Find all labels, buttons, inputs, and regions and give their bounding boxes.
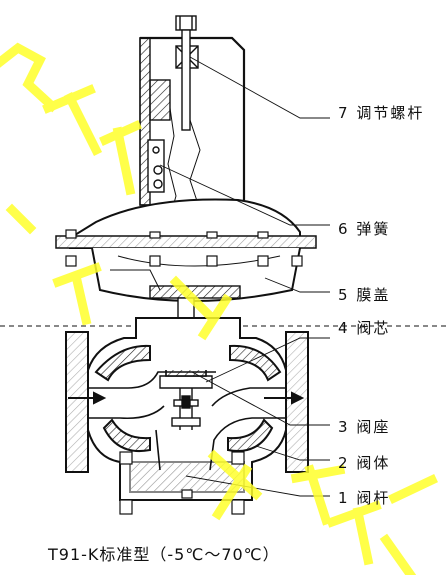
label-2: 2 阀体 — [338, 452, 390, 473]
label-3-text: 阀座 — [356, 418, 391, 436]
label-4-number: 4 — [338, 319, 350, 337]
label-2-text: 阀体 — [356, 454, 391, 472]
label-6-number: 6 — [338, 220, 350, 238]
label-5-number: 5 — [338, 286, 350, 304]
label-4-text: 阀芯 — [356, 319, 391, 337]
label-7: 7 调节螺杆 — [338, 102, 424, 123]
flow-arrows — [68, 391, 305, 405]
label-1-number: 1 — [338, 489, 350, 507]
bottom-bolts — [119, 451, 245, 515]
label-7-number: 7 — [338, 104, 350, 122]
cover-bolts — [65, 229, 303, 267]
label-1-text: 阀杆 — [356, 489, 391, 507]
watermark — [0, 42, 438, 575]
diaphragm-cover — [55, 198, 317, 302]
label-3: 3 阀座 — [338, 416, 390, 437]
label-1: 1 阀杆 — [338, 487, 390, 508]
label-4: 4 阀芯 — [338, 317, 390, 338]
label-6: 6 弹簧 — [338, 218, 390, 239]
label-6-text: 弹簧 — [356, 220, 391, 238]
label-5-text: 膜盖 — [356, 286, 391, 304]
valve-body — [65, 317, 309, 501]
diagram-caption: T91-K标准型（-5℃～70℃） — [48, 545, 280, 564]
label-5: 5 膜盖 — [338, 284, 390, 305]
label-2-number: 2 — [338, 454, 350, 472]
label-7-text: 调节螺杆 — [356, 104, 425, 122]
label-3-number: 3 — [338, 418, 350, 436]
bonnet-housing — [139, 15, 246, 211]
